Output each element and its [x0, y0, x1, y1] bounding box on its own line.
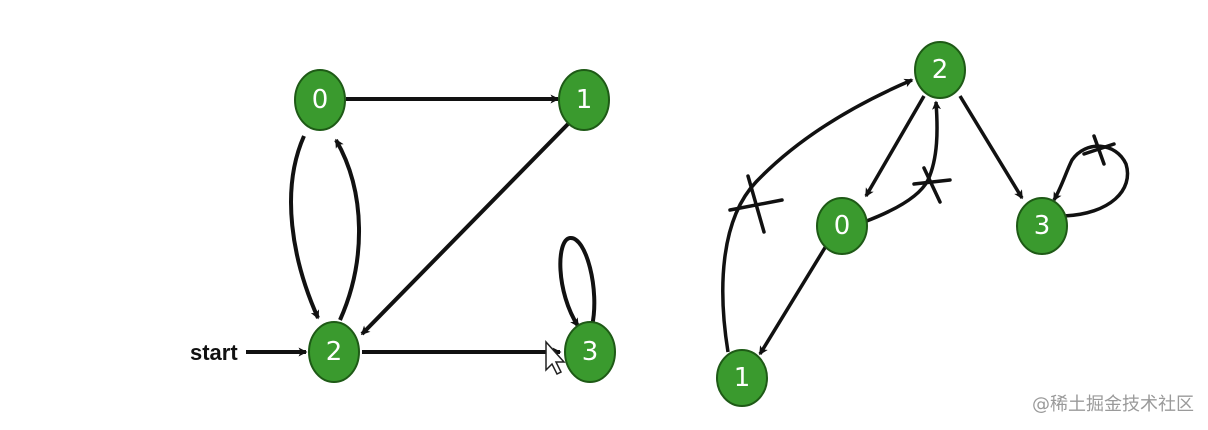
right-edge-3-to-3 — [1052, 144, 1130, 218]
svg-text:3: 3 — [582, 337, 599, 367]
left-node-0: 0 — [294, 69, 346, 131]
right-node-1: 1 — [716, 349, 768, 407]
right-node-3: 3 — [1016, 197, 1068, 255]
svg-text:2: 2 — [932, 55, 949, 85]
svg-text:0: 0 — [312, 85, 329, 115]
right-edge-0-to-1 — [758, 245, 828, 356]
cross-mark-icon — [728, 174, 784, 234]
right-edge-2-to-0 — [864, 95, 926, 198]
cross-mark-icon — [1082, 134, 1116, 166]
mouse-cursor-icon — [545, 340, 566, 376]
right-node-0: 0 — [816, 197, 868, 255]
right-graph: 2 0 3 1 — [716, 41, 1130, 407]
watermark: @稀土掘金技术社区 — [1032, 394, 1194, 415]
left-node-2: 2 — [308, 321, 360, 383]
right-edge-0-to-2 — [863, 100, 942, 224]
left-edge-0-to-2 — [289, 135, 320, 320]
left-graph: start 0 1 2 3 — [190, 69, 616, 383]
svg-text:3: 3 — [1034, 211, 1051, 241]
start-label: start — [190, 340, 238, 365]
left-edge-1-to-2 — [360, 122, 570, 336]
left-node-1: 1 — [558, 69, 610, 131]
cross-mark-icon — [912, 166, 952, 204]
left-edge-3-to-3 — [558, 236, 597, 328]
svg-text:1: 1 — [734, 363, 751, 393]
svg-text:1: 1 — [576, 85, 593, 115]
right-node-2: 2 — [914, 41, 966, 99]
svg-text:2: 2 — [326, 337, 343, 367]
right-edge-1-to-2 — [721, 78, 914, 353]
left-node-3: 3 — [564, 321, 616, 383]
left-edge-2-to-0 — [334, 138, 361, 321]
right-edge-2-to-3 — [958, 95, 1024, 200]
svg-text:0: 0 — [834, 211, 851, 241]
